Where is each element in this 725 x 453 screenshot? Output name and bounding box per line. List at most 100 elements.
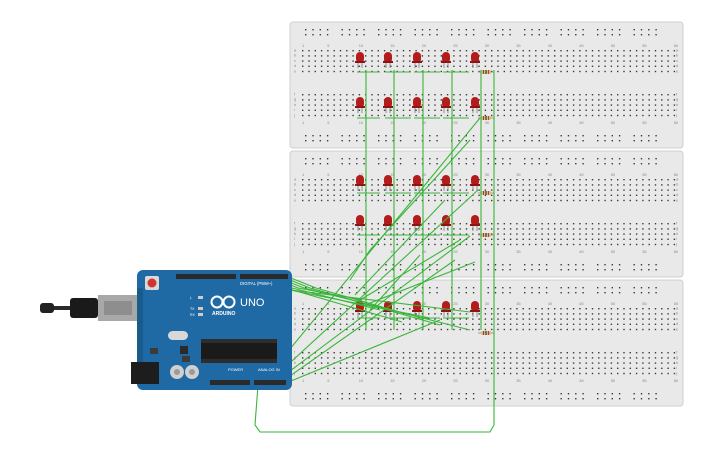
led[interactable] [355, 97, 365, 113]
svg-text:35: 35 [516, 172, 521, 177]
led[interactable] [355, 175, 365, 191]
svg-text:10: 10 [359, 120, 364, 125]
svg-text:10: 10 [359, 249, 364, 254]
led[interactable] [441, 175, 451, 191]
svg-text:30: 30 [485, 378, 490, 383]
svg-text:a: a [676, 48, 679, 53]
power-jack[interactable] [131, 362, 159, 384]
svg-text:40: 40 [548, 301, 553, 306]
wires [243, 70, 495, 433]
atmega-chip [201, 343, 277, 359]
svg-text:a: a [676, 306, 679, 311]
wire[interactable] [273, 235, 471, 384]
svg-text:45: 45 [579, 172, 584, 177]
svg-text:1: 1 [302, 378, 305, 383]
digital-header-right[interactable] [240, 274, 288, 279]
svg-text:f: f [294, 221, 296, 226]
led[interactable] [470, 97, 480, 113]
svg-text:60: 60 [674, 43, 679, 48]
wire[interactable] [349, 139, 471, 281]
led[interactable] [355, 52, 365, 68]
led[interactable] [412, 52, 422, 68]
svg-text:5: 5 [327, 172, 330, 177]
wire[interactable] [279, 259, 456, 384]
svg-text:g: g [294, 226, 296, 231]
svg-text:55: 55 [642, 378, 647, 383]
led[interactable] [470, 301, 480, 317]
svg-text:j: j [293, 241, 295, 246]
usb-cable[interactable] [40, 295, 138, 321]
crystal [168, 331, 188, 340]
svg-text:h: h [676, 102, 678, 107]
svg-text:b: b [676, 182, 679, 187]
led[interactable] [441, 52, 451, 68]
led[interactable] [383, 52, 393, 68]
svg-text:25: 25 [453, 378, 458, 383]
svg-text:i: i [676, 236, 677, 241]
power-header[interactable] [210, 380, 250, 385]
svg-text:20: 20 [422, 120, 427, 125]
svg-text:15: 15 [390, 172, 395, 177]
svg-text:e: e [294, 326, 297, 331]
digital-header-left[interactable] [176, 274, 236, 279]
icsp-header[interactable] [180, 346, 188, 354]
svg-text:25: 25 [453, 120, 458, 125]
svg-text:55: 55 [642, 120, 647, 125]
led[interactable] [383, 97, 393, 113]
led[interactable] [470, 52, 480, 68]
svg-text:45: 45 [579, 301, 584, 306]
led[interactable] [470, 215, 480, 231]
column-number-labels: 1155101015152020252530303535404045455050… [302, 172, 679, 254]
wire[interactable] [285, 319, 441, 384]
wire[interactable] [359, 239, 461, 301]
column-number-labels: 1155101015152020252530303535404045455050… [302, 301, 679, 383]
resistor[interactable] [478, 116, 494, 120]
regulator [150, 348, 158, 354]
breadboard-1[interactable]: 1155101015152020252530303535404045455050… [289, 21, 684, 149]
led[interactable] [383, 175, 393, 191]
model-label: UNO [240, 297, 265, 309]
reset-button[interactable] [147, 278, 157, 288]
svg-text:60: 60 [674, 378, 679, 383]
analog-label: ANALOG IN [258, 367, 280, 372]
svg-text:i: i [294, 236, 295, 241]
svg-text:5: 5 [327, 301, 330, 306]
svg-text:25: 25 [453, 249, 458, 254]
breadboards: 1155101015152020252530303535404045455050… [289, 21, 684, 407]
svg-text:20: 20 [422, 378, 427, 383]
column-number-labels: 1155101015152020252530303535404045455050… [302, 43, 679, 125]
svg-text:a: a [676, 177, 679, 182]
resistor[interactable] [478, 191, 494, 195]
wire[interactable] [254, 70, 495, 433]
svg-text:10: 10 [359, 43, 364, 48]
svg-text:30: 30 [485, 249, 490, 254]
wire[interactable] [285, 275, 411, 316]
rx-label: RX [190, 313, 196, 317]
wire[interactable] [364, 261, 476, 306]
led[interactable] [412, 175, 422, 191]
svg-text:20: 20 [422, 301, 427, 306]
led[interactable] [355, 215, 365, 231]
wire[interactable] [354, 199, 446, 296]
wire[interactable] [267, 189, 479, 384]
resistor[interactable] [478, 331, 494, 335]
svg-text:d: d [294, 192, 296, 197]
wire[interactable] [369, 254, 421, 311]
svg-text:60: 60 [674, 249, 679, 254]
rx-led [198, 313, 203, 316]
svg-text:a: a [294, 48, 297, 53]
analog-header[interactable] [254, 380, 286, 385]
arduino-uno-board[interactable]: DIGITAL (PWM~) L TX RX UNO ARDUINO [131, 270, 292, 390]
led[interactable] [470, 175, 480, 191]
svg-text:50: 50 [611, 301, 616, 306]
led[interactable] [412, 97, 422, 113]
wire[interactable] [261, 117, 481, 384]
svg-text:5: 5 [327, 43, 330, 48]
svg-text:30: 30 [485, 120, 490, 125]
usb-cable-wire [54, 306, 70, 310]
led[interactable] [441, 97, 451, 113]
svg-text:25: 25 [453, 43, 458, 48]
breadboard-2[interactable]: 1155101015152020252530303535404045455050… [289, 150, 684, 278]
svg-text:40: 40 [548, 120, 553, 125]
